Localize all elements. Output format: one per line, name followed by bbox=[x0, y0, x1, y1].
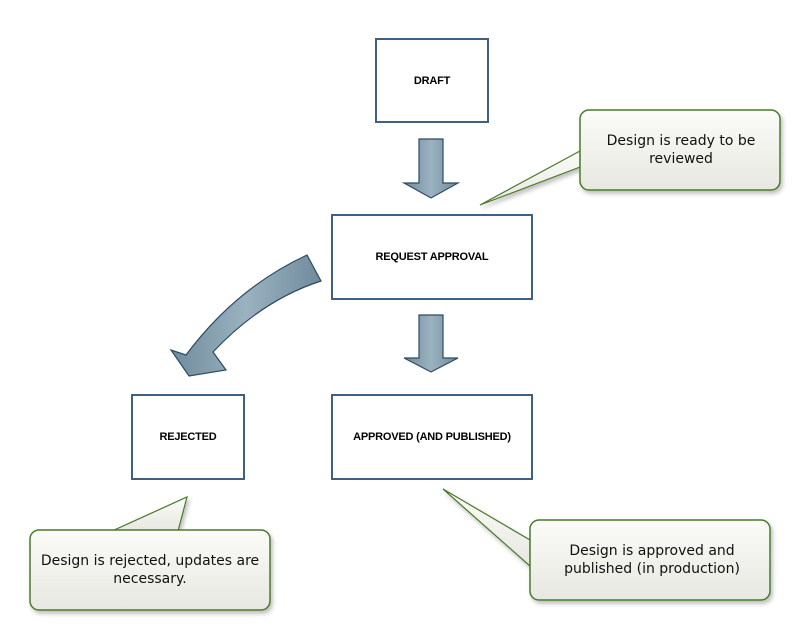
state-approved: APPROVED (AND PUBLISHED) bbox=[331, 394, 533, 480]
callout-rejected-text: Design is rejected, updates are necessar… bbox=[40, 553, 260, 587]
arrow-request-to-approved bbox=[403, 314, 459, 373]
callout-review-text: Design is ready to be reviewed bbox=[606, 133, 756, 167]
state-request-approval: REQUEST APPROVAL bbox=[331, 214, 533, 300]
callout-approved-shape bbox=[442, 488, 771, 601]
callout-rejected-shape bbox=[29, 495, 271, 611]
state-rejected-label: REJECTED bbox=[159, 431, 217, 443]
arrow-request-to-rejected bbox=[169, 254, 322, 377]
callout-review-shape bbox=[479, 109, 781, 206]
state-draft: DRAFT bbox=[375, 38, 489, 123]
arrow-draft-to-request bbox=[401, 138, 461, 199]
state-request-approval-label: REQUEST APPROVAL bbox=[375, 251, 489, 263]
callout-approved-text: Design is approved and published (in pro… bbox=[564, 543, 740, 577]
state-approved-label: APPROVED (AND PUBLISHED) bbox=[353, 431, 511, 443]
state-rejected: REJECTED bbox=[131, 394, 245, 480]
state-draft-label: DRAFT bbox=[413, 74, 451, 87]
